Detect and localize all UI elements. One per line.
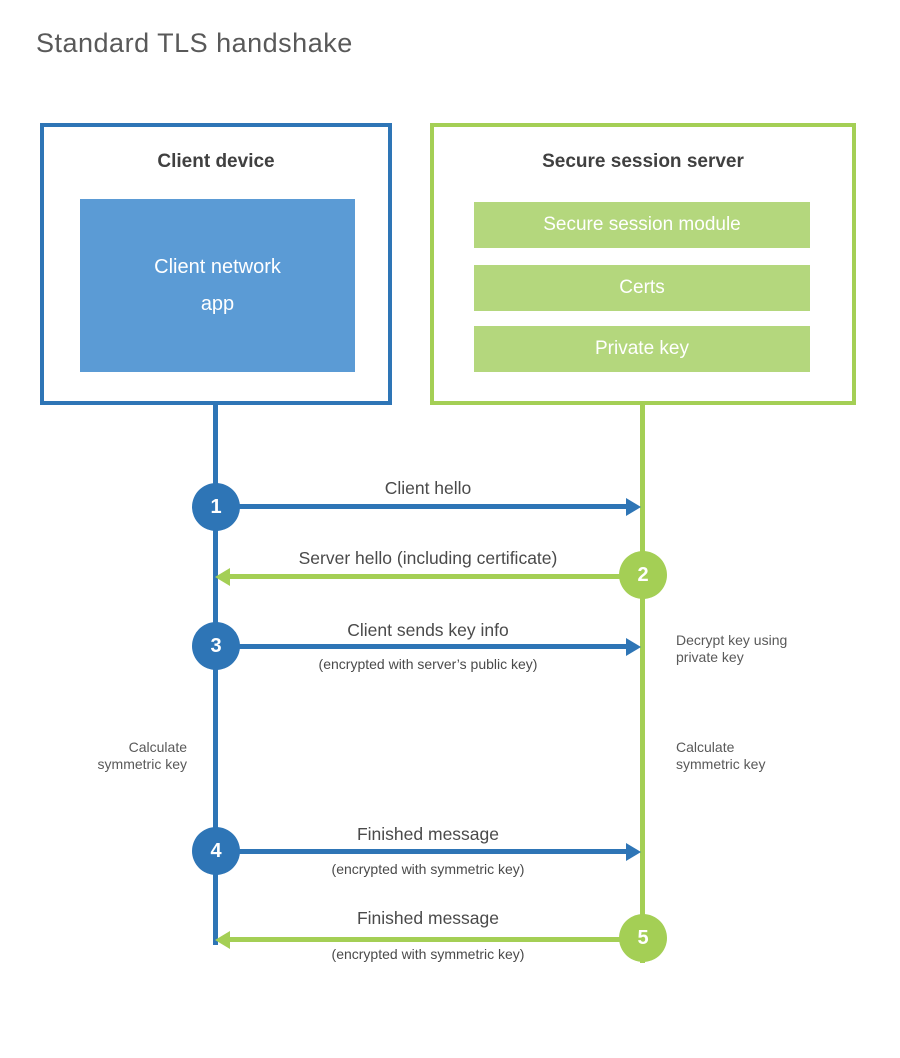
step-1-number: 1 (210, 495, 222, 518)
step-2-badge: 2 (619, 551, 667, 599)
page-title: Standard TLS handshake (36, 28, 353, 58)
message-3-label: Client sends key info (347, 620, 509, 640)
message-2-arrow-line (230, 574, 642, 579)
message-4-arrow-line (216, 849, 628, 854)
note-decrypt-key: Decrypt key using private key (676, 632, 836, 666)
message-1-arrow-line (216, 504, 628, 509)
message-5-label: Finished message (356, 908, 500, 928)
client-network-app-label: Client network app (154, 249, 281, 323)
secure-session-server-title: Secure session server (542, 151, 744, 172)
message-4-arrowhead-right-icon (626, 843, 641, 861)
server-module-secure-session-module: Secure session module (474, 202, 810, 248)
secure-session-server-box: Secure session server Secure session mod… (430, 123, 856, 405)
client-app-line1: Client network (154, 255, 281, 278)
step-3-number: 3 (210, 634, 222, 657)
note-calculate-symmetric-key-server: Calculate symmetric key (676, 739, 836, 773)
client-device-box: Client device Client network app (40, 123, 392, 405)
message-3-arrowhead-right-icon (626, 638, 641, 656)
step-4-badge: 4 (192, 827, 240, 875)
step-2-number: 2 (637, 563, 649, 586)
message-5-arrow-line (230, 937, 642, 942)
step-3-badge: 3 (192, 622, 240, 670)
message-4-label: Finished message (356, 824, 500, 844)
client-network-app-box: Client network app (80, 199, 355, 372)
client-device-title: Client device (157, 151, 275, 172)
server-lifeline (640, 405, 645, 963)
message-4-sublabel: (encrypted with symmetric key) (331, 861, 525, 877)
message-2-label: Server hello (including certificate) (298, 548, 558, 568)
note-calc-left-line2: symmetric key (97, 756, 187, 772)
step-5-badge: 5 (619, 914, 667, 962)
message-3-sublabel: (encrypted with server’s public key) (318, 656, 538, 672)
client-lifeline (213, 405, 218, 945)
server-module-certs: Certs (474, 265, 810, 311)
message-3-arrow-line (216, 644, 628, 649)
message-5-arrowhead-left-icon (215, 931, 230, 949)
note-decrypt-line1: Decrypt key using (676, 632, 788, 648)
message-5-sublabel: (encrypted with symmetric key) (331, 946, 525, 962)
message-1-arrowhead-right-icon (626, 498, 641, 516)
message-2-arrowhead-left-icon (215, 568, 230, 586)
step-5-number: 5 (637, 926, 649, 949)
step-4-number: 4 (210, 839, 222, 862)
note-calc-right-line1: Calculate (676, 739, 735, 755)
step-1-badge: 1 (192, 483, 240, 531)
note-calc-left-line1: Calculate (128, 739, 187, 755)
note-decrypt-line2: private key (676, 649, 744, 665)
client-app-line2: app (200, 292, 235, 315)
note-calc-right-line2: symmetric key (676, 756, 766, 772)
note-calculate-symmetric-key-client: Calculate symmetric key (40, 739, 187, 773)
message-1-label: Client hello (384, 478, 472, 498)
server-module-private-key: Private key (474, 326, 810, 372)
